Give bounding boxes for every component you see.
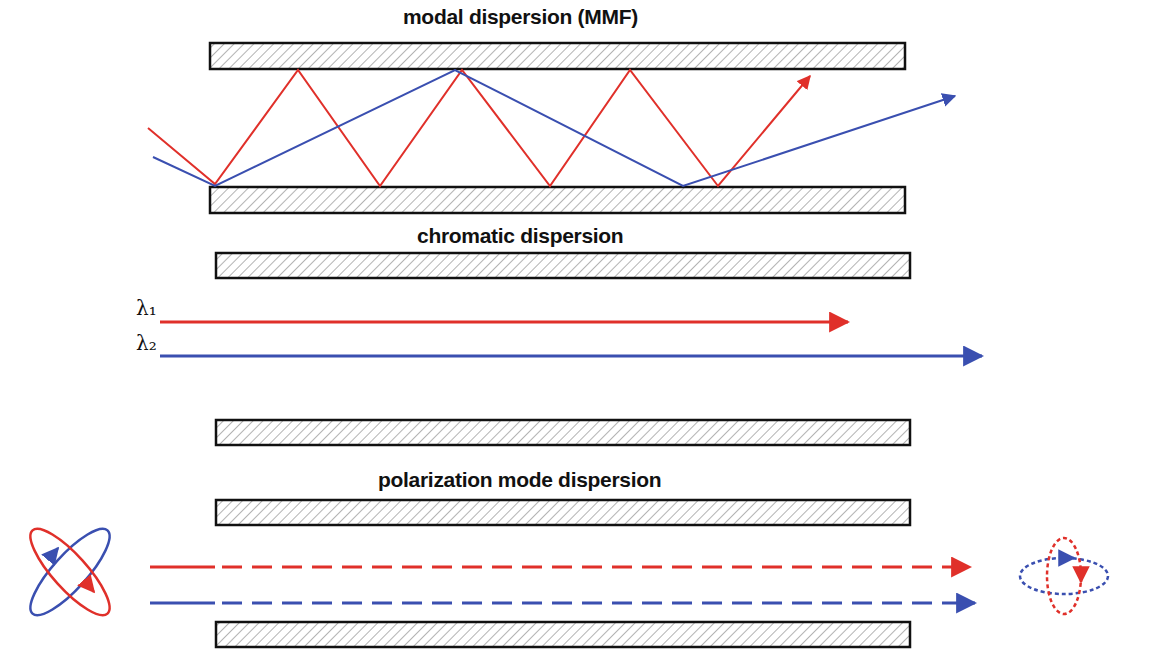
fiber-walls xyxy=(210,43,910,647)
chromatic-rays xyxy=(160,322,982,356)
polarization-ellipses-in xyxy=(20,519,120,625)
section-heading: modal dispersion (MMF) xyxy=(403,5,638,29)
section-heading: polarization mode dispersion xyxy=(378,468,661,492)
wavelength-label: λ₁ xyxy=(136,296,157,320)
wavelength-label: λ₂ xyxy=(136,331,157,355)
section-heading: chromatic dispersion xyxy=(417,224,623,248)
polarization-ellipses-out xyxy=(1020,538,1108,614)
polarization-rays xyxy=(150,567,975,603)
modal-rays xyxy=(148,70,955,186)
